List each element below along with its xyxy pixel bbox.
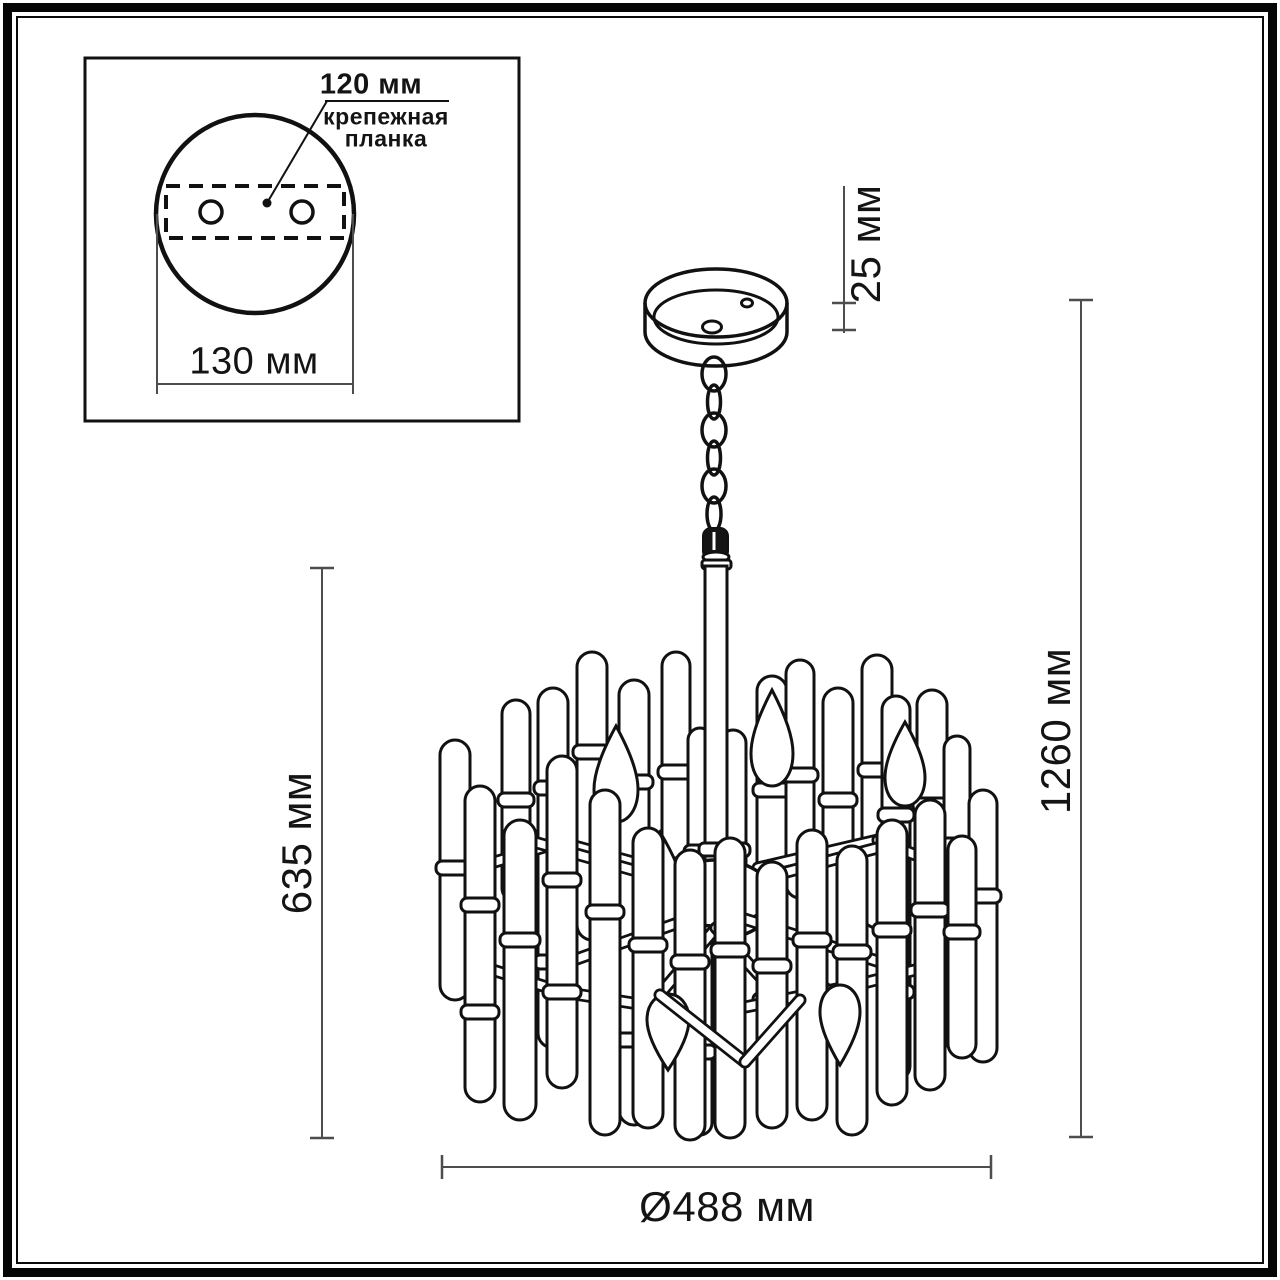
total-height-label: 1260 мм: [1032, 647, 1079, 815]
dimension-lines: [156, 186, 1093, 1179]
diameter-label: Ø488 мм: [639, 1183, 815, 1230]
body-height-label: 635 мм: [273, 771, 320, 915]
inset-hole-spacing-label: 120 мм: [319, 68, 423, 101]
inset-bracket-label-line2: планка: [344, 125, 428, 152]
chandelier-drawing: [434, 267, 1003, 1142]
mounting-plate-inset-drawing: [83, 56, 521, 423]
inset-bracket-label-line1: крепежная: [323, 103, 449, 130]
inset-plate-width-label: 130 мм: [189, 340, 319, 383]
canopy-height-label: 25 мм: [842, 184, 889, 304]
